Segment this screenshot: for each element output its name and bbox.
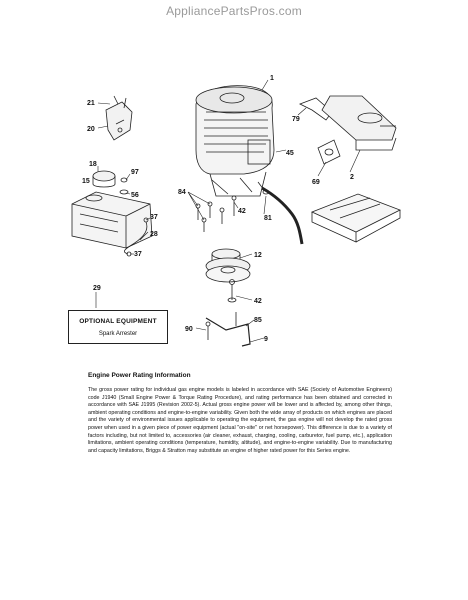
callout: 9 xyxy=(264,336,268,343)
breather-tube-illustration xyxy=(261,186,304,245)
callout: 18 xyxy=(89,161,97,168)
callout: 37 xyxy=(134,251,142,258)
optional-equipment-box: OPTIONAL EQUIPMENT Spark Arrester xyxy=(68,310,168,344)
callout: 85 xyxy=(254,317,262,324)
callout: 90 xyxy=(185,326,193,333)
callout: 20 xyxy=(87,126,95,133)
callout: 28 xyxy=(150,231,158,238)
engine-bracket-illustration xyxy=(205,317,251,347)
callout-labels: 1 21 20 79 45 18 97 15 56 84 42 81 69 2 … xyxy=(82,75,354,343)
throttle-control-illustration xyxy=(105,95,133,141)
pulley-illustration xyxy=(205,248,251,283)
callout: 42 xyxy=(238,208,246,215)
engine-illustration xyxy=(195,85,275,197)
bracket-illustration xyxy=(310,193,401,243)
callout: 21 xyxy=(87,100,95,107)
callout: 29 xyxy=(93,285,101,292)
callout: 81 xyxy=(264,215,272,222)
callout: 42 xyxy=(254,298,262,305)
gasket-illustration xyxy=(317,139,341,165)
site-header[interactable]: AppliancePartsPros.com xyxy=(166,4,302,18)
callout: 84 xyxy=(178,189,186,196)
engine-rating-title: Engine Power Rating Information xyxy=(88,372,191,379)
callout: 79 xyxy=(292,116,300,123)
engine-rating-body: The gross power rating for individual ga… xyxy=(88,387,392,454)
muffler-illustration xyxy=(299,95,397,151)
fuel-line-illustration xyxy=(124,221,148,255)
callout: 45 xyxy=(286,150,294,157)
fuel-cap-illustration xyxy=(92,170,116,182)
optional-equipment-item: Spark Arrester xyxy=(98,331,138,337)
fuel-tank-illustration xyxy=(71,191,153,249)
callout: 2 xyxy=(350,174,354,181)
callout: 37 xyxy=(150,214,158,221)
callout: 69 xyxy=(312,179,320,186)
callout: 15 xyxy=(82,178,90,185)
engine-rating-notes: Engine Power Rating Information The gros… xyxy=(88,372,392,455)
callout: 56 xyxy=(131,192,139,199)
optional-equipment-title: OPTIONAL EQUIPMENT xyxy=(79,318,157,325)
callout: 97 xyxy=(131,169,139,176)
callout: 1 xyxy=(270,75,274,82)
callout: 12 xyxy=(254,252,262,259)
